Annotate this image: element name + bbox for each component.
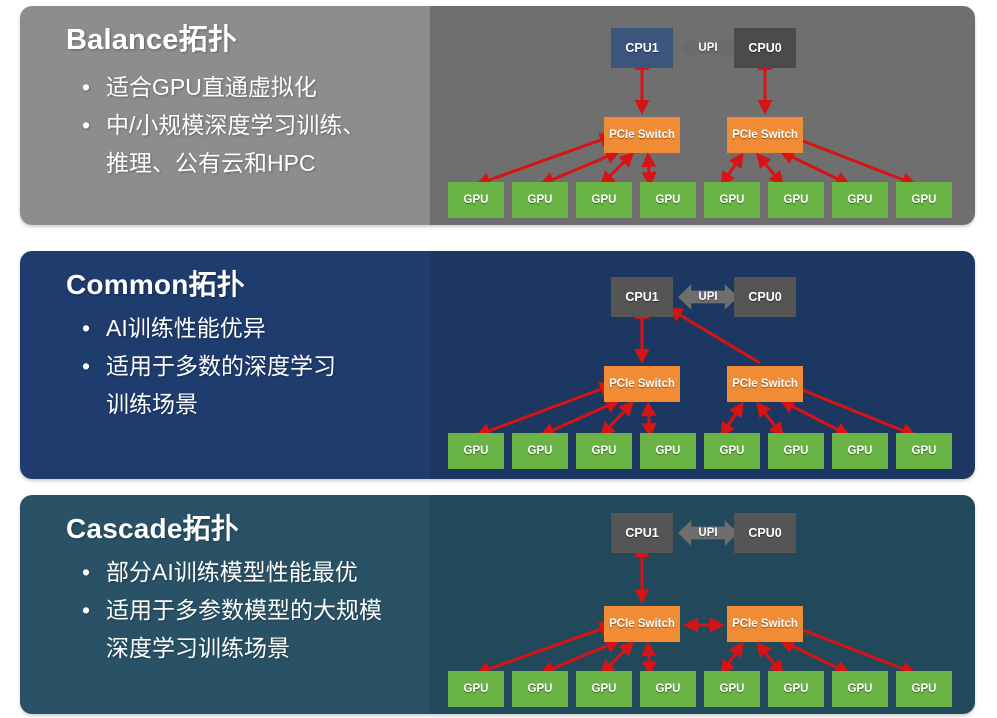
panel-common-diagram-column: CPU1 UPI CPU0 PCIe Switch PCIe Switch GP… — [430, 251, 975, 479]
upi-label: UPI — [698, 291, 718, 303]
bullet-text: 部分AI训练模型性能最优 — [106, 559, 358, 585]
bullet-item: • 适用于多数的深度学习 训练场景 — [66, 347, 430, 423]
gpu-node: GPU — [768, 433, 824, 469]
cpu1-node: CPU1 — [611, 513, 673, 553]
cpu0-node: CPU0 — [734, 277, 796, 317]
bullet-item: • 适合GPU直通虚拟化 — [66, 68, 430, 106]
panel-cascade: Cascade拓扑 • 部分AI训练模型性能最优 • 适用于多参数模型的大规模 深度… — [20, 495, 975, 714]
bullet-text: 中/小规模深度学习训练、 推理、公有云和HPC — [106, 112, 366, 176]
bullet-marker-icon: • — [82, 597, 91, 623]
cpu1-node: CPU1 — [611, 277, 673, 317]
bullet-marker-icon: • — [82, 559, 91, 585]
gpu-node: GPU — [448, 182, 504, 218]
panel-balance-title: Balance拓扑 — [66, 24, 238, 56]
topology-diagram-cascade: CPU1 UPI CPU0 PCIe Switch PCIe Switch GP… — [430, 495, 975, 714]
gpu-node: GPU — [576, 671, 632, 707]
topology-links-common — [475, 304, 917, 438]
panel-balance: Balance拓扑 • 适合GPU直通虚拟化 • 中/小规模深度学习训练、 推理、公… — [20, 6, 975, 225]
gpu-node: GPU — [576, 433, 632, 469]
bullet-text: AI训练性能优异 — [106, 315, 266, 341]
bullet-item: • 适用于多参数模型的大规模 深度学习训练场景 — [66, 591, 430, 667]
bullet-item: • 部分AI训练模型性能最优 — [66, 553, 430, 591]
gpu-node: GPU — [832, 182, 888, 218]
upi-link-balance: UPI — [678, 28, 738, 68]
panel-cascade-title: Cascade拓扑 — [66, 513, 239, 544]
cpu0-node: CPU0 — [734, 28, 796, 68]
pcie-switch-left-node: PCIe Switch — [604, 117, 680, 153]
gpu-node: GPU — [704, 182, 760, 218]
pcie-right-to-cpu1-link — [667, 307, 761, 365]
bullet-text: 适用于多数的深度学习 训练场景 — [106, 353, 336, 417]
gpu-node: GPU — [832, 433, 888, 469]
gpu-node: GPU — [640, 433, 696, 469]
bullet-marker-icon: • — [82, 112, 91, 138]
bullet-text: 适合GPU直通虚拟化 — [106, 74, 317, 100]
gpu-node: GPU — [512, 671, 568, 707]
upi-link-common: UPI — [678, 277, 738, 317]
pcie-switch-right-node: PCIe Switch — [727, 606, 803, 642]
bullet-text: 适用于多参数模型的大规模 深度学习训练场景 — [106, 597, 382, 661]
panel-common-title: Common拓扑 — [66, 269, 245, 300]
panel-common-bullet-list: • AI训练性能优异 • 适用于多数的深度学习 训练场景 — [66, 309, 430, 423]
gpu-node: GPU — [768, 182, 824, 218]
gpu-node: GPU — [704, 433, 760, 469]
gpu-node: GPU — [576, 182, 632, 218]
gpu-node: GPU — [896, 433, 952, 469]
bullet-item: • AI训练性能优异 — [66, 309, 430, 347]
pcie-switch-left-node: PCIe Switch — [604, 606, 680, 642]
bullet-item: • 中/小规模深度学习训练、 推理、公有云和HPC — [66, 106, 430, 182]
gpu-node: GPU — [768, 671, 824, 707]
gpu-node: GPU — [640, 671, 696, 707]
panel-balance-bullet-list: • 适合GPU直通虚拟化 • 中/小规模深度学习训练、 推理、公有云和HPC — [66, 68, 430, 182]
cpu0-node: CPU0 — [734, 513, 796, 553]
gpu-node: GPU — [832, 671, 888, 707]
panel-balance-diagram-column: CPU1 UPI CPU0 PCIe Switch PCIe Switch GP… — [430, 6, 975, 225]
upi-label: UPI — [698, 42, 718, 54]
topology-diagram-common: CPU1 UPI CPU0 PCIe Switch PCIe Switch GP… — [430, 251, 975, 479]
bullet-marker-icon: • — [82, 74, 91, 100]
bullet-marker-icon: • — [82, 353, 91, 379]
gpu-node: GPU — [512, 433, 568, 469]
pcie-switch-right-node: PCIe Switch — [727, 366, 803, 402]
panel-cascade-bullet-list: • 部分AI训练模型性能最优 • 适用于多参数模型的大规模 深度学习训练场景 — [66, 553, 430, 667]
gpu-node: GPU — [512, 182, 568, 218]
panel-cascade-text-column: Cascade拓扑 • 部分AI训练模型性能最优 • 适用于多参数模型的大规模 深度… — [20, 495, 430, 714]
pcie-switch-right-node: PCIe Switch — [727, 117, 803, 153]
panel-balance-text-column: Balance拓扑 • 适合GPU直通虚拟化 • 中/小规模深度学习训练、 推理、公… — [20, 6, 430, 225]
gpu-node: GPU — [896, 671, 952, 707]
gpu-node: GPU — [448, 671, 504, 707]
bullet-marker-icon: • — [82, 315, 91, 341]
upi-label: UPI — [698, 527, 718, 539]
upi-link-cascade: UPI — [678, 513, 738, 553]
topology-links-balance — [475, 55, 917, 188]
pcie-switch-left-node: PCIe Switch — [604, 366, 680, 402]
topology-links-cascade — [475, 542, 917, 677]
panel-common: Common拓扑 • AI训练性能优异 • 适用于多数的深度学习 训练场景 — [20, 251, 975, 479]
gpu-node: GPU — [896, 182, 952, 218]
topology-diagram-balance: CPU1 UPI CPU0 PCIe Switch PCIe Switch GP… — [430, 6, 975, 225]
panel-common-text-column: Common拓扑 • AI训练性能优异 • 适用于多数的深度学习 训练场景 — [20, 251, 430, 479]
cpu1-node: CPU1 — [611, 28, 673, 68]
gpu-node: GPU — [448, 433, 504, 469]
gpu-node: GPU — [640, 182, 696, 218]
panel-cascade-diagram-column: CPU1 UPI CPU0 PCIe Switch PCIe Switch GP… — [430, 495, 975, 714]
gpu-node: GPU — [704, 671, 760, 707]
